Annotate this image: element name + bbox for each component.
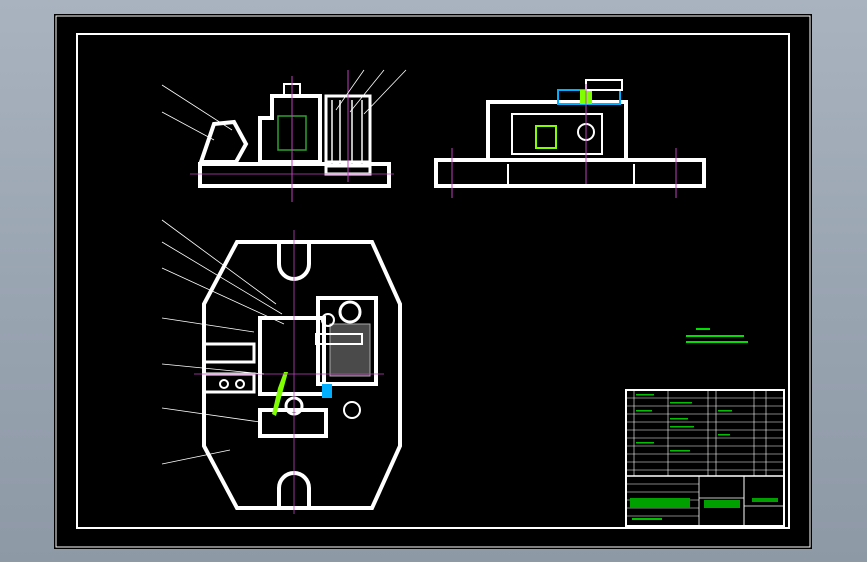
cad-viewport[interactable]	[54, 14, 812, 549]
side-view	[434, 79, 706, 198]
sheet-frame	[76, 33, 790, 529]
technical-notes	[686, 328, 748, 343]
front-view	[161, 69, 407, 202]
top-view	[161, 219, 402, 514]
technical-drawing	[55, 15, 811, 548]
title-block	[625, 389, 785, 527]
sheet-outer-border	[55, 15, 811, 548]
